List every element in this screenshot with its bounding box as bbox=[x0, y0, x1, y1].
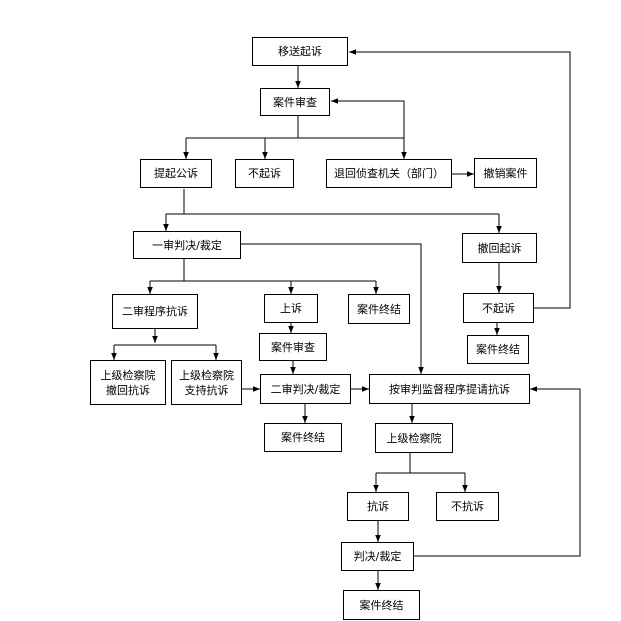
node-shangsu: 上诉 bbox=[264, 294, 318, 323]
node-zhongjie-2: 案件终结 bbox=[467, 335, 529, 364]
node-zhongjie-3: 案件终结 bbox=[264, 423, 342, 452]
node-ershen-panjue: 二审判决/裁定 bbox=[260, 374, 351, 404]
node-buqisu-2: 不起诉 bbox=[463, 293, 534, 323]
node-ershen-kangsu: 二审程序抗诉 bbox=[112, 294, 198, 329]
edge-buqisu2-back-yisong bbox=[349, 49, 571, 309]
node-tiqi: 提起公诉 bbox=[140, 159, 212, 188]
edge-yishen-jiandu bbox=[241, 243, 424, 374]
node-jiandu: 按审判监督程序提请抗诉 bbox=[369, 374, 530, 404]
node-zhongjie-1: 案件终结 bbox=[348, 294, 410, 324]
node-chexiao: 撤销案件 bbox=[474, 158, 537, 188]
node-shencha: 案件审查 bbox=[260, 88, 330, 116]
node-shangji-zhichi: 上级检察院 支持抗诉 bbox=[171, 360, 242, 405]
edge-tuihui-back-shencha bbox=[331, 98, 405, 159]
node-zhongjie-4: 案件终结 bbox=[343, 590, 420, 620]
node-bukangsu: 不抗诉 bbox=[436, 492, 499, 521]
node-yishen: 一审判决/裁定 bbox=[133, 231, 241, 259]
node-chehui: 撤回起诉 bbox=[462, 233, 537, 263]
node-kangsu: 抗诉 bbox=[347, 492, 409, 521]
node-shencha-2: 案件审查 bbox=[259, 333, 327, 361]
edge-panjue-back-jiandu bbox=[414, 386, 581, 557]
node-buqisu-1: 不起诉 bbox=[235, 159, 294, 188]
node-shangji: 上级检察院 bbox=[375, 423, 453, 453]
node-shangji-chehui: 上级检察院 撤回抗诉 bbox=[90, 360, 166, 405]
node-yisong: 移送起诉 bbox=[252, 37, 348, 66]
node-tuihui: 退回侦查机关（部门） bbox=[326, 159, 452, 188]
node-panjue: 判决/裁定 bbox=[341, 542, 414, 571]
